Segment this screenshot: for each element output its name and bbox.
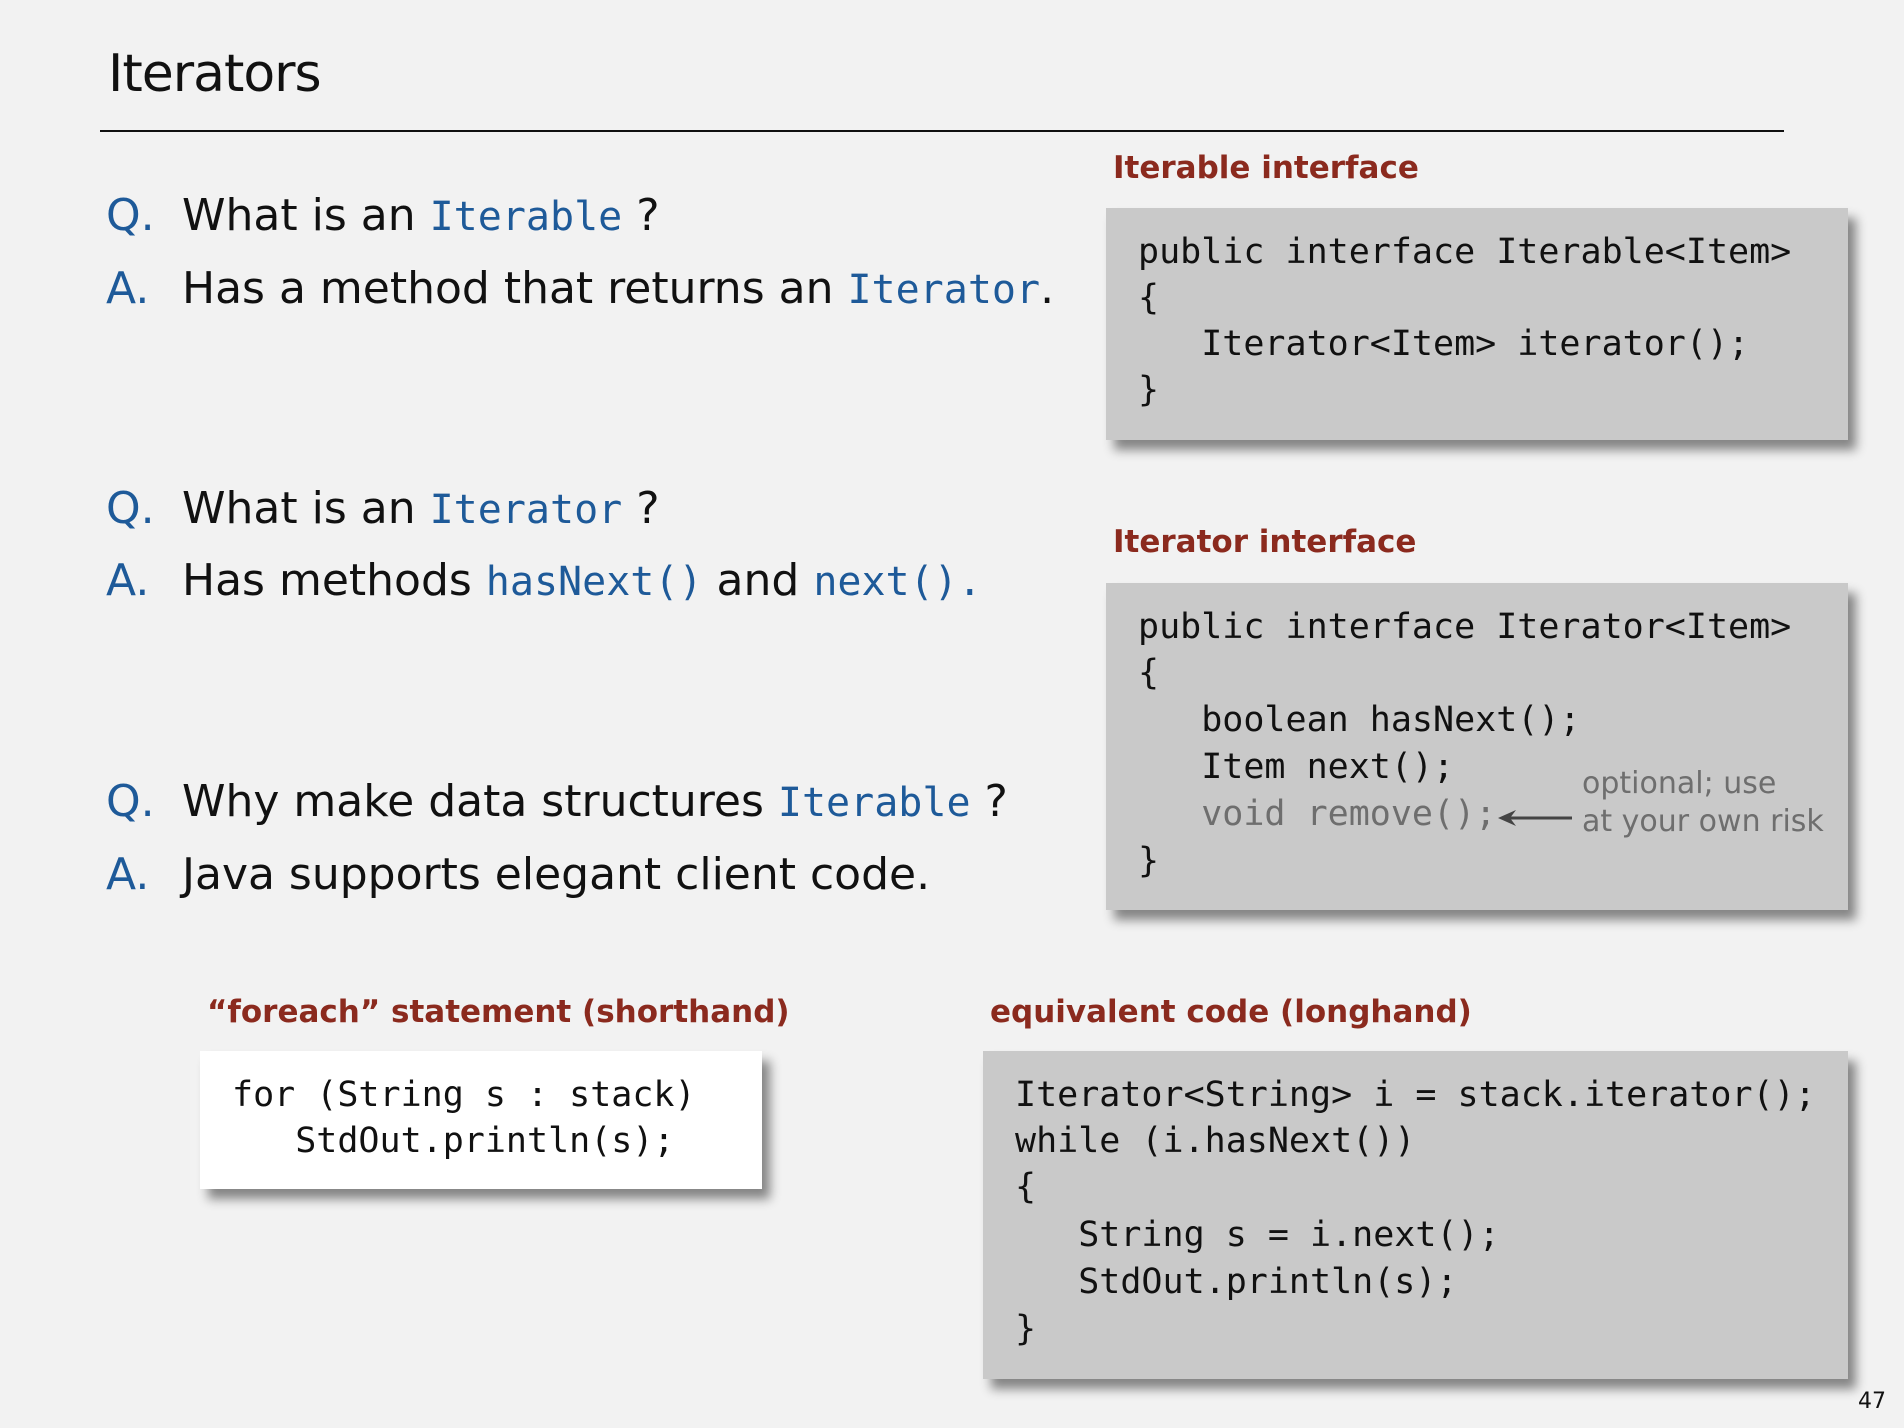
title-rule [100, 130, 1784, 132]
code-line: Iterator<Item> iterator(); [1138, 324, 1750, 364]
code-line: } [1138, 841, 1160, 881]
a-text: Has a method that returns an [182, 263, 848, 314]
page-number: 47 [1858, 1389, 1886, 1414]
code-line: StdOut.println(s); [1015, 1262, 1458, 1302]
question-2: Q. What is an Iterator ? [106, 483, 660, 534]
code-line-remove: void remove(); [1138, 794, 1497, 834]
a-code-2: next(). [813, 559, 982, 605]
q-post: ? [622, 190, 660, 241]
code-line: Iterator<String> i = stack.iterator(); [1015, 1075, 1816, 1115]
a-text: Java supports elegant client code. [182, 849, 931, 900]
a-mark: A. [106, 849, 150, 900]
q-code: Iterable [777, 780, 971, 826]
q-text: What is an [182, 483, 430, 534]
code-line: String s = i.next(); [1015, 1215, 1500, 1255]
answer-2: A. Has methods hasNext() and next(). [106, 555, 982, 606]
left-arrow-icon [1498, 810, 1572, 826]
q-mark: Q. [106, 776, 155, 827]
a-mid: and [702, 555, 814, 606]
a-post: . [1040, 263, 1055, 314]
q-post: ? [970, 776, 1008, 827]
code-line: { [1138, 653, 1160, 693]
longhand-code-box: Iterator<String> i = stack.iterator(); w… [983, 1051, 1848, 1379]
iterable-code-box: public interface Iterable<Item> { Iterat… [1106, 208, 1848, 440]
q-post: ? [622, 483, 660, 534]
a-code: Iterator [847, 267, 1041, 313]
code-line: boolean hasNext(); [1138, 700, 1581, 740]
slide-title: Iterators [108, 44, 322, 104]
code-line: { [1138, 278, 1160, 318]
note-line: optional; use [1582, 766, 1777, 801]
code-line: } [1015, 1309, 1037, 1349]
note-line: at your own risk [1582, 804, 1824, 839]
a-text: Has methods [182, 555, 486, 606]
code-line: { [1015, 1167, 1037, 1207]
answer-3: A. Java supports elegant client code. [106, 849, 930, 900]
answer-1: A. Has a method that returns an Iterator. [106, 263, 1054, 314]
q-text: What is an [182, 190, 430, 241]
q-text: Why make data structures [182, 776, 778, 827]
iterable-interface-label: Iterable interface [1113, 150, 1419, 186]
question-1: Q. What is an Iterable ? [106, 190, 660, 241]
code-line: while (i.hasNext()) [1015, 1121, 1416, 1161]
longhand-label: equivalent code (longhand) [990, 994, 1472, 1030]
q-code: Iterable [429, 194, 623, 240]
remove-note: optional; use at your own risk [1582, 765, 1824, 841]
foreach-code-box: for (String s : stack) StdOut.println(s)… [200, 1051, 762, 1189]
iterator-code-box: public interface Iterator<Item> { boolea… [1106, 583, 1848, 910]
code-line: Item next(); [1138, 747, 1455, 787]
code-line: for (String s : stack) [232, 1075, 696, 1115]
q-mark: Q. [106, 483, 155, 534]
code-line: } [1138, 370, 1160, 410]
a-mark: A. [106, 555, 150, 606]
a-mark: A. [106, 263, 150, 314]
question-3: Q. Why make data structures Iterable ? [106, 776, 1008, 827]
code-line: StdOut.println(s); [232, 1121, 675, 1161]
q-code: Iterator [429, 487, 623, 533]
code-line: public interface Iterator<Item> [1138, 607, 1792, 647]
code-line: public interface Iterable<Item> [1138, 232, 1792, 272]
a-code: hasNext() [485, 559, 703, 605]
iterator-interface-label: Iterator interface [1113, 524, 1417, 560]
foreach-label: “foreach” statement (shorthand) [207, 994, 790, 1030]
q-mark: Q. [106, 190, 155, 241]
